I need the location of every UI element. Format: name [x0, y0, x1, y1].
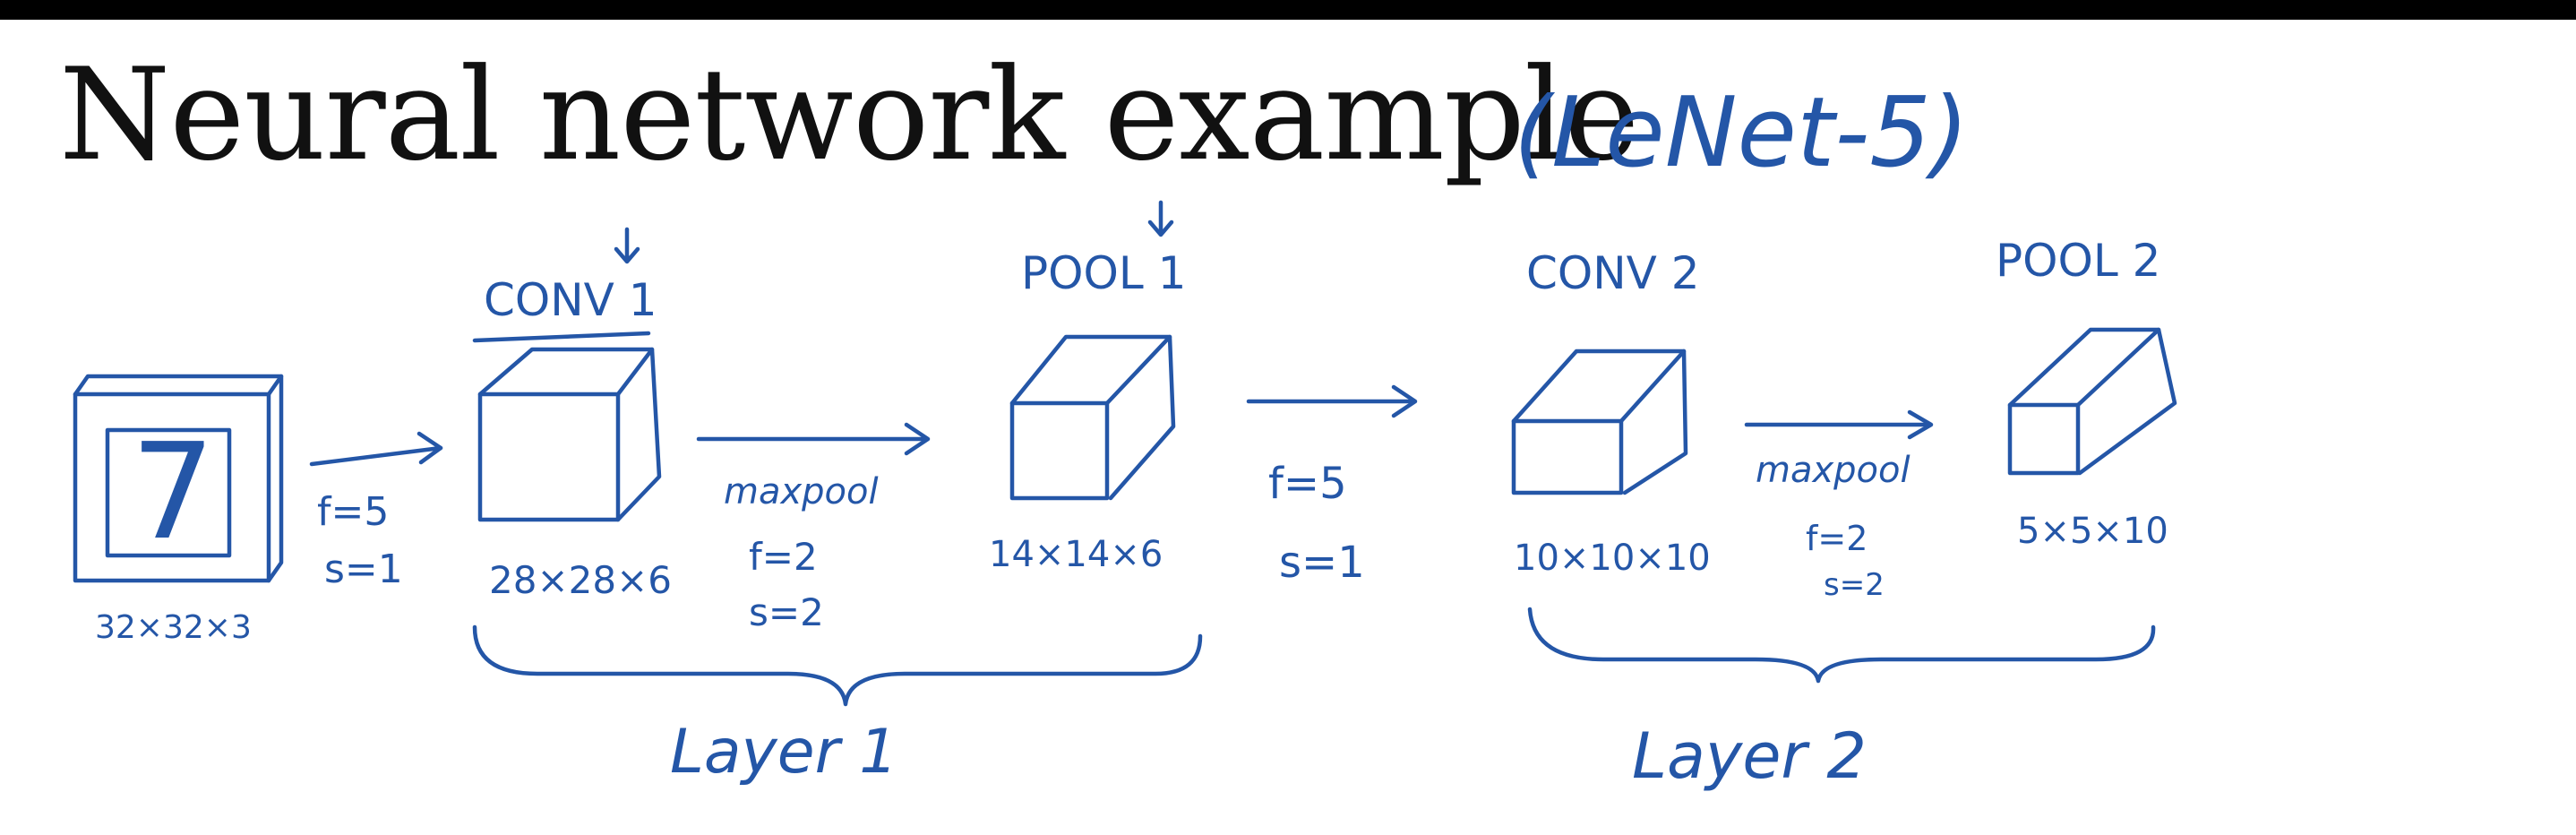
arrow-input-to-conv1 [309, 431, 443, 467]
conv1-dims: 28×28×6 [489, 558, 672, 602]
page-title: Neural network example [59, 41, 1639, 189]
arrow-pool1-to-conv2 [1246, 384, 1418, 418]
layer2-brace [1527, 607, 2156, 684]
conv2-param-s: s=1 [1279, 538, 1365, 588]
conv1-param-f: f=5 [317, 489, 389, 535]
pool1-label: POOL 1 [1021, 247, 1186, 299]
pool2-param-f: f=2 [1806, 519, 1868, 558]
conv1-volume [477, 347, 662, 522]
subtitle: (LeNet-5) [1514, 77, 1969, 189]
pool1-param-maxpool: maxpool [724, 471, 879, 512]
arrow-conv1-to-pool1 [696, 422, 931, 456]
pool2-label: POOL 2 [1996, 235, 2160, 287]
pool1-dims: 14×14×6 [989, 534, 1163, 575]
conv1-param-s: s=1 [324, 547, 403, 592]
pool1-down-arrow [1147, 200, 1174, 237]
pool2-param-s: s=2 [1824, 567, 1885, 603]
pool2-param-maxpool: maxpool [1756, 450, 1911, 491]
pool2-volume [2007, 327, 2177, 476]
conv2-label: CONV 2 [1526, 247, 1700, 299]
pool2-dims: 5×5×10 [2017, 511, 2168, 552]
layer1-brace [472, 624, 1203, 707]
video-top-bar [0, 0, 2576, 20]
conv2-volume [1511, 349, 1688, 495]
pool1-param-s: s=2 [749, 590, 824, 634]
input-image: 7 [73, 374, 284, 583]
conv1-down-arrow [614, 227, 640, 264]
conv1-label-underline [472, 331, 651, 343]
conv2-dims: 10×10×10 [1514, 538, 1711, 579]
conv1-label: CONV 1 [484, 274, 657, 326]
layer2-label: Layer 2 [1632, 719, 1867, 793]
arrow-conv2-to-pool2 [1744, 409, 1934, 440]
input-digit: 7 [131, 415, 215, 569]
conv2-param-f: f=5 [1268, 459, 1347, 509]
pool1-volume [1009, 334, 1176, 501]
input-dims: 32×32×3 [95, 609, 252, 646]
layer1-label: Layer 1 [670, 717, 897, 788]
pool1-param-f: f=2 [749, 535, 818, 579]
